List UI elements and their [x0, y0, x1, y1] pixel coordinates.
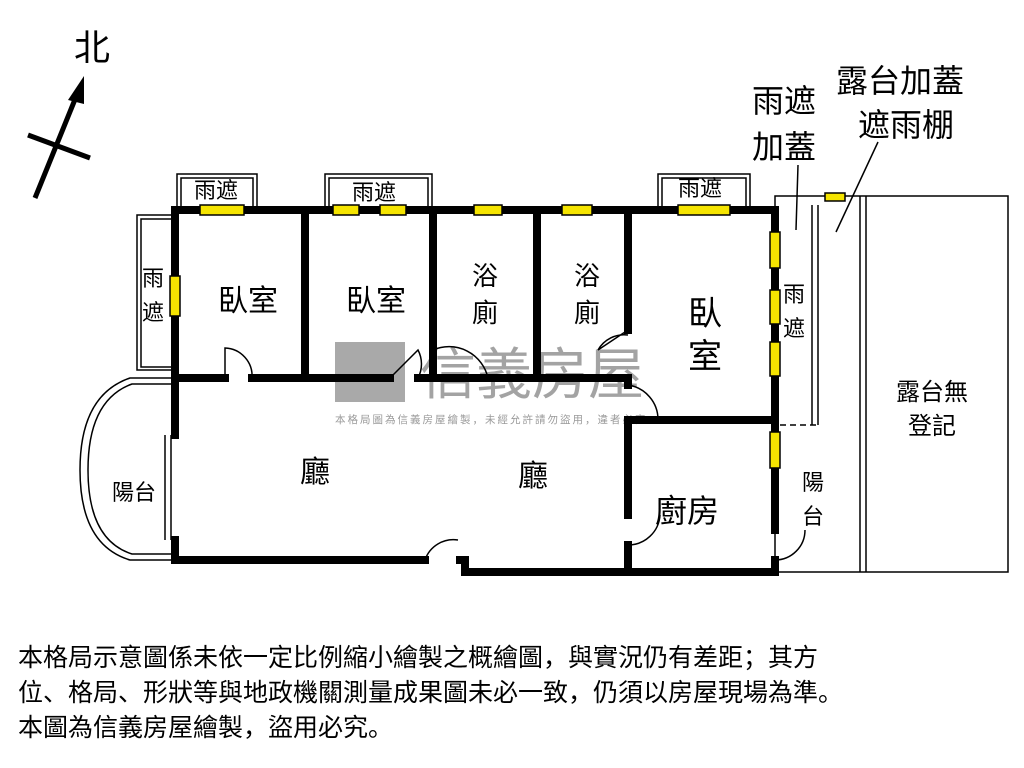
disclaimer: 本格局示意圖係未依一定比例縮小繪製之概繪圖，與實況仍有差距；其方 位、格局、形狀…: [18, 640, 1018, 745]
rain-cover-left-b: 遮: [142, 301, 164, 326]
room-bath-1-a: 浴: [472, 262, 498, 292]
rain-cover-left-a: 雨: [142, 267, 164, 292]
rain-cover-top-3: 雨遮: [678, 177, 722, 202]
callout-rain-cover-added-b: 加蓋: [752, 128, 816, 166]
disclaimer-line: 本格局示意圖係未依一定比例縮小繪製之概繪圖，與實況仍有差距；其方: [18, 643, 819, 672]
room-bedroom-3-a: 臥: [688, 294, 722, 334]
callouts: 雨遮 加蓋 露台加蓋 遮雨棚: [752, 62, 964, 233]
room-bedroom-3-b: 室: [688, 337, 722, 377]
callout-terrace-canopy-a: 露台加蓋: [836, 62, 964, 100]
north-label: 北: [74, 28, 110, 69]
windows: [169, 192, 846, 469]
rain-cover-top-1: 雨遮: [194, 179, 238, 204]
balcony-right-a: 陽: [802, 471, 824, 496]
room-bedroom-1: 臥室: [218, 284, 278, 319]
watermark: 信義房屋 本格局圖為信義房屋繪製，未經允許請勿盜用，違者必究: [335, 342, 648, 426]
room-bath-2-b: 廁: [574, 299, 600, 329]
disclaimer-line: 位、格局、形狀等與地政機關測量成果圖未必一致，仍須以房屋現場為準。: [18, 678, 844, 707]
room-living-2: 廳: [518, 459, 548, 494]
room-bath-2-a: 浴: [574, 262, 600, 292]
compass: 北: [27, 28, 110, 199]
room-labels: 臥室 臥室 浴 廁 浴 廁 臥 室 廳 廳 廚房 陽台 陽 台 雨遮 雨遮 雨遮…: [112, 177, 968, 530]
room-bath-1-b: 廁: [472, 299, 498, 329]
brand-logo-icon: [335, 342, 405, 402]
room-living-1: 廳: [300, 455, 330, 490]
disclaimer-line: 本圖為信義房屋繪製，盜用必究。: [18, 713, 394, 742]
rain-cover-top-2: 雨遮: [352, 181, 396, 206]
balcony-right-b: 台: [802, 505, 824, 530]
north-arrow-icon: [68, 76, 84, 104]
watermark-notice: 本格局圖為信義房屋繪製，未經允許請勿盜用，違者必究: [335, 413, 648, 426]
rain-cover-right-b: 遮: [783, 317, 805, 342]
terrace-unregistered-a: 露台無: [896, 378, 968, 406]
terrace-unregistered-b: 登記: [908, 412, 956, 440]
rain-cover-right-a: 雨: [783, 283, 805, 308]
balcony-left: 陽台: [112, 481, 156, 506]
callout-terrace-canopy-b: 遮雨棚: [858, 106, 954, 144]
room-bedroom-2: 臥室: [346, 284, 406, 319]
floor-plan: 北 信義房屋 本格局圖為信義房屋繪製，未經允許請勿盜用，違者必究: [27, 28, 1009, 576]
room-kitchen: 廚房: [655, 492, 719, 530]
callout-rain-cover-added-a: 雨遮: [752, 82, 816, 120]
doors: [164, 329, 806, 561]
